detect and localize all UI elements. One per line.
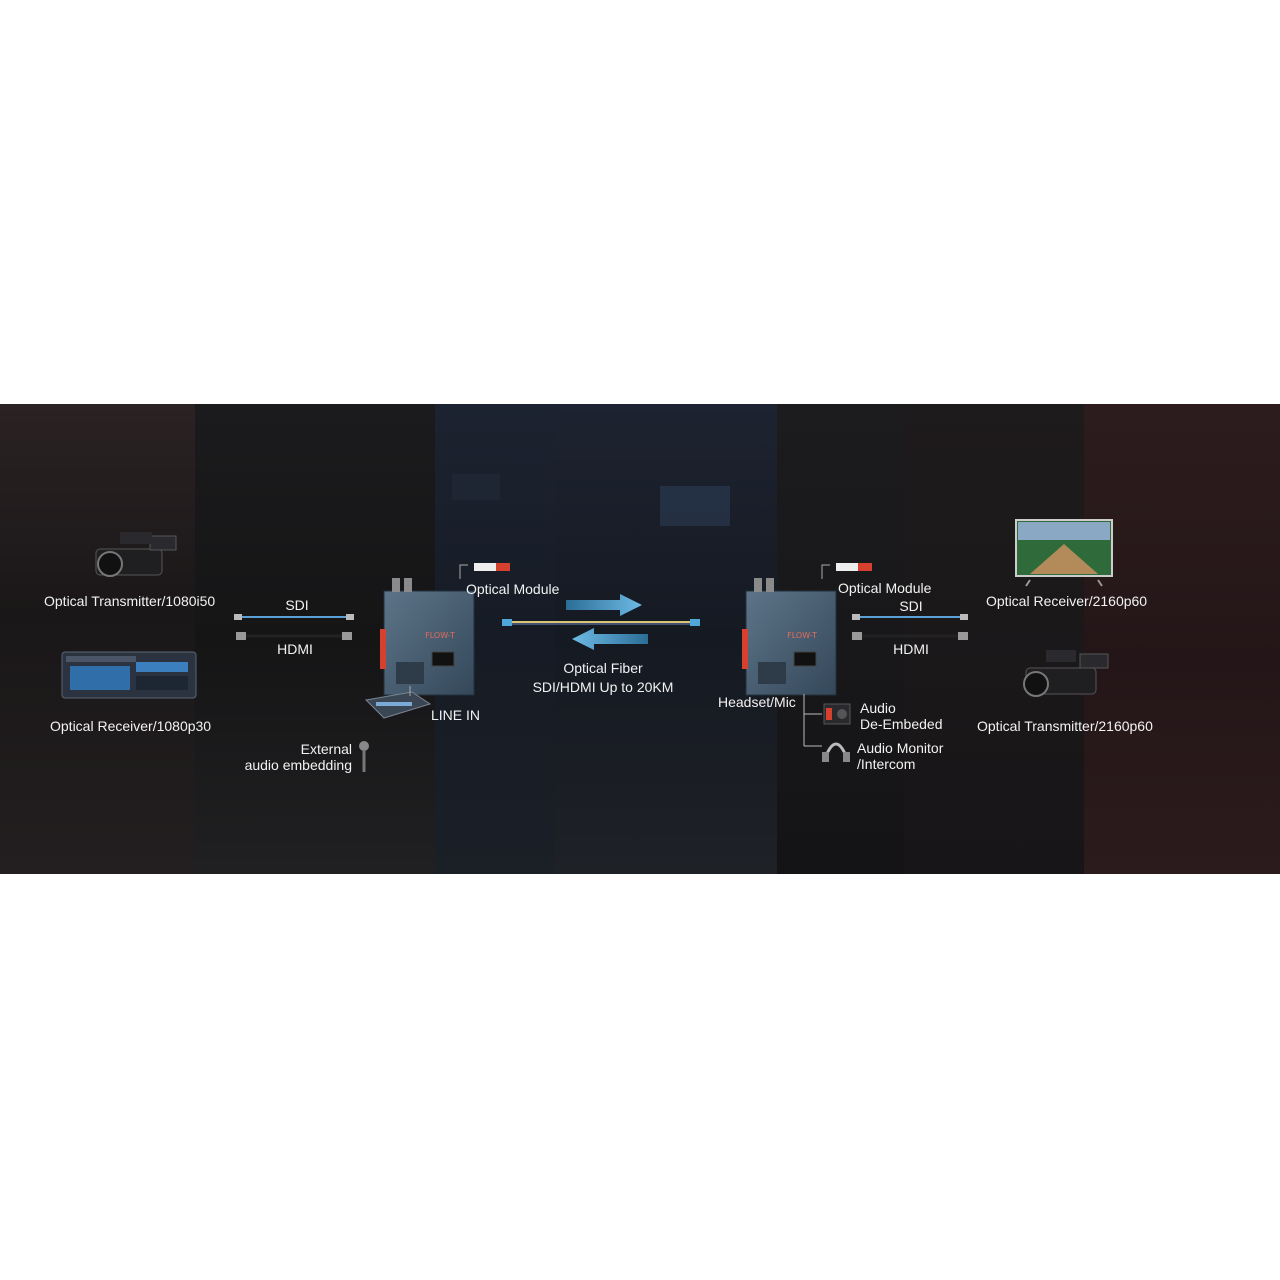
monitor-icon (1016, 520, 1112, 586)
camera-icon (96, 532, 176, 576)
label-left-hdmi: HDMI (270, 641, 320, 657)
left-hdmi-cable (236, 632, 352, 640)
label-line-in: LINE IN (431, 707, 480, 723)
svg-text:FLOW-T: FLOW-T (787, 631, 817, 640)
label-optical-fiber: Optical Fiber (523, 660, 683, 676)
label-audio-monitor-line2: /Intercom (857, 756, 915, 772)
application-diagram-banner: FLOW-T (0, 404, 1280, 874)
left-sdi-cable (234, 614, 354, 620)
label-optical-transmitter-1080i50: Optical Transmitter/1080i50 (44, 593, 215, 609)
label-optical-receiver-1080p30: Optical Receiver/1080p30 (50, 718, 211, 734)
svg-text:FLOW-T: FLOW-T (425, 631, 455, 640)
label-right-hdmi: HDMI (886, 641, 936, 657)
switcher-icon (62, 652, 196, 698)
camera-icon (1024, 650, 1108, 696)
label-headset-mic: Headset/Mic (718, 694, 796, 710)
right-hdmi-cable (852, 632, 968, 640)
label-external-audio-line2: audio embedding (220, 757, 352, 773)
arrow-left-icon (572, 628, 648, 650)
left-flow-t-device: FLOW-T (380, 578, 474, 695)
right-flow-t-device: FLOW-T (742, 578, 836, 695)
label-fiber-distance: SDI/HDMI Up to 20KM (513, 679, 693, 695)
right-sdi-cable (852, 614, 968, 620)
audio-connector-lines (804, 694, 822, 746)
right-optical-module-icon (822, 563, 872, 579)
label-left-sdi: SDI (277, 597, 317, 613)
label-left-optical-module: Optical Module (466, 581, 559, 597)
diagram-graphics: FLOW-T (0, 404, 1280, 874)
fiber-cable (502, 619, 700, 626)
backdrop-sign-newtek (452, 474, 500, 500)
audio-deembed-device-icon (824, 704, 850, 724)
left-optical-module-icon (460, 563, 510, 579)
label-right-sdi: SDI (891, 598, 931, 614)
label-external-audio-line1: External (240, 741, 352, 757)
backdrop-sign-ndi (660, 486, 730, 526)
headphones-icon (822, 744, 850, 762)
microphone-icon (359, 741, 369, 772)
label-right-optical-module: Optical Module (838, 580, 931, 596)
label-audio-deembed-line2: De-Embeded (860, 716, 943, 732)
label-audio-deembed-line1: Audio (860, 700, 896, 716)
arrow-right-icon (566, 594, 642, 616)
label-optical-transmitter-2160p60: Optical Transmitter/2160p60 (977, 718, 1153, 734)
label-optical-receiver-2160p60: Optical Receiver/2160p60 (986, 593, 1147, 609)
label-audio-monitor-line1: Audio Monitor (857, 740, 943, 756)
audio-mixer-icon (366, 692, 430, 718)
